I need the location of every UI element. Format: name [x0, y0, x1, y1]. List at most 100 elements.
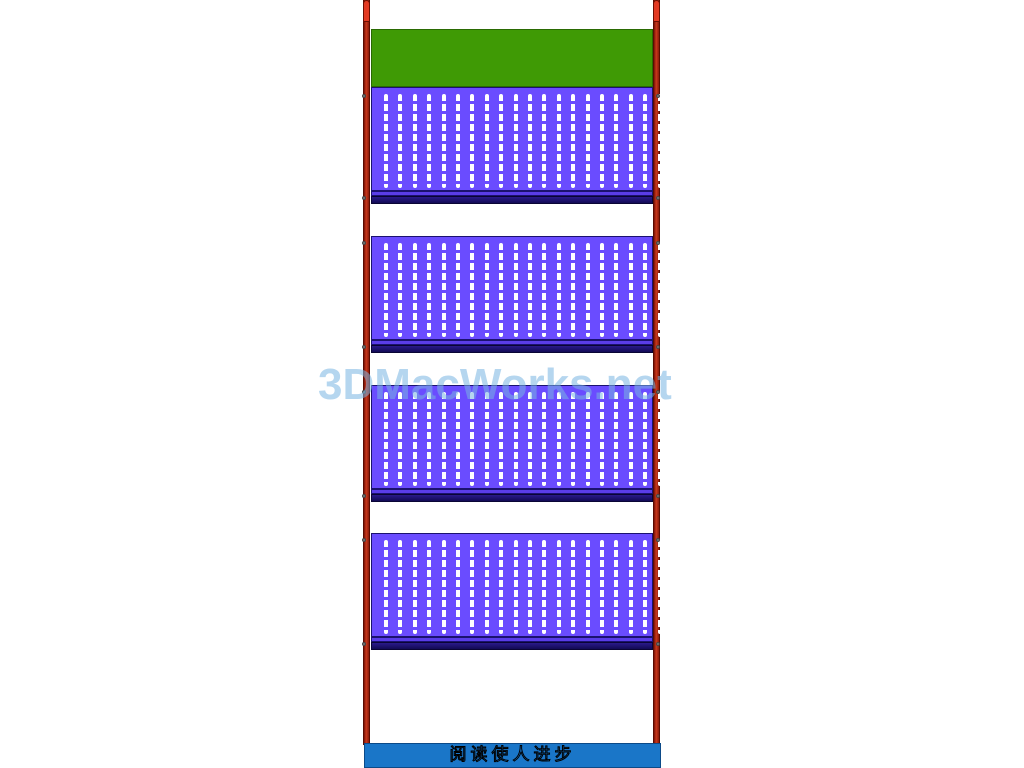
- shelf-2: [371, 236, 662, 355]
- perforation-slot-column: [384, 540, 388, 634]
- perforation-slot-column: [542, 392, 547, 486]
- shelf-3-lip: [371, 489, 653, 494]
- perforation-slot-column: [513, 392, 518, 486]
- bolt: [656, 345, 660, 349]
- perforation-slot-column: [470, 392, 475, 486]
- bolt: [362, 94, 366, 98]
- perforation-slot-column: [470, 243, 475, 337]
- perforation-slot-column: [398, 94, 403, 188]
- perforation-slot-column: [585, 540, 590, 634]
- perforation-slot-column: [441, 392, 446, 486]
- perforation-slot-column: [398, 243, 403, 337]
- base-plate: 阅读使人进步: [364, 743, 661, 768]
- bolt: [656, 390, 660, 394]
- perforation-slot-column: [470, 94, 475, 188]
- perforation-slot-column: [427, 243, 432, 337]
- shelf-4-perforated-face: [371, 533, 662, 637]
- perforation-slot-column: [643, 94, 648, 188]
- perforation-slot-column: [585, 94, 590, 188]
- perforation-slot-column: [484, 392, 489, 486]
- perforation-slot-column: [556, 94, 561, 188]
- perforation-slot-column: [600, 540, 604, 634]
- shelf-2-base: [371, 345, 653, 353]
- watermark-text: 3DMacWorks.net: [318, 360, 672, 409]
- perforation-slot-column: [484, 243, 489, 337]
- perforation-slot-column: [412, 392, 417, 486]
- perforation-slot-column: [542, 243, 547, 337]
- perforation-slot-column: [657, 94, 662, 188]
- perforation-slot-column: [427, 94, 432, 188]
- perforation-slot-column: [470, 540, 475, 634]
- perforation-slot-column: [499, 243, 504, 337]
- base-plate-label: 阅读使人进步: [449, 745, 576, 766]
- perforation-slot-column: [628, 392, 633, 486]
- perforation-slot-column: [441, 94, 446, 188]
- shelf-3: [371, 385, 662, 504]
- perforation-slot-column: [628, 540, 633, 634]
- perforation-slot-column: [398, 392, 403, 486]
- perforation-slot-column: [585, 243, 590, 337]
- perforation-slot-column: [643, 540, 648, 634]
- right-post-cap: [653, 0, 660, 22]
- perforation-slot-column: [513, 94, 518, 188]
- perforation-slot-column: [643, 392, 648, 486]
- perforation-slot-column: [513, 243, 518, 337]
- perforation-slot-column: [556, 392, 561, 486]
- perforation-slot-column: [571, 243, 576, 337]
- bolt: [656, 538, 660, 542]
- perforation-slot-column: [456, 392, 460, 486]
- left-post: [363, 0, 370, 745]
- shelf-1-lip: [371, 191, 653, 196]
- bolt: [362, 390, 366, 394]
- perforation-slot-column: [614, 243, 619, 337]
- perforation-slot-column: [456, 540, 460, 634]
- perforation-slot-column: [528, 392, 532, 486]
- perforation-slot-column: [614, 392, 619, 486]
- perforation-slot-column: [528, 94, 532, 188]
- shelf-4-lip: [371, 637, 653, 642]
- bolt: [656, 196, 660, 200]
- perforation-slot-column: [556, 540, 561, 634]
- shelf-3-base: [371, 494, 653, 502]
- shelf-4: [371, 533, 662, 652]
- perforation-slot-column: [628, 94, 633, 188]
- perforation-slot-column: [643, 243, 648, 337]
- perforation-slot-column: [484, 94, 489, 188]
- perforation-slot-column: [427, 540, 432, 634]
- bolt: [656, 241, 660, 245]
- perforation-slot-column: [657, 392, 662, 486]
- perforation-slot-column: [600, 243, 604, 337]
- perforation-slot-column: [571, 94, 576, 188]
- right-post: [653, 0, 660, 745]
- bolt: [656, 94, 660, 98]
- shelf-1-base: [371, 196, 653, 204]
- bolt: [362, 345, 366, 349]
- perforation-slot-column: [484, 540, 489, 634]
- perforation-slot-column: [542, 540, 547, 634]
- perforation-slot-column: [614, 94, 619, 188]
- shelf-4-base: [371, 642, 653, 650]
- perforation-slot-column: [412, 540, 417, 634]
- perforation-slot-column: [657, 540, 662, 634]
- perforation-slot-column: [384, 243, 388, 337]
- shelf-2-lip: [371, 340, 653, 345]
- perforation-slot-column: [384, 94, 388, 188]
- perforation-slot-column: [542, 94, 547, 188]
- perforation-slot-column: [571, 392, 576, 486]
- perforation-slot-column: [427, 392, 432, 486]
- perforation-slot-column: [528, 540, 532, 634]
- perforation-slot-column: [499, 540, 504, 634]
- bolt: [362, 642, 366, 646]
- perforation-slot-column: [441, 540, 446, 634]
- bolt: [362, 241, 366, 245]
- perforation-slot-column: [412, 94, 417, 188]
- perforation-slot-column: [456, 94, 460, 188]
- shelf-2-perforated-face: [371, 236, 662, 340]
- perforation-slot-column: [556, 243, 561, 337]
- perforation-slot-column: [513, 540, 518, 634]
- perforation-slot-column: [571, 540, 576, 634]
- bolt: [362, 538, 366, 542]
- perforation-slot-column: [628, 243, 633, 337]
- bolt: [656, 494, 660, 498]
